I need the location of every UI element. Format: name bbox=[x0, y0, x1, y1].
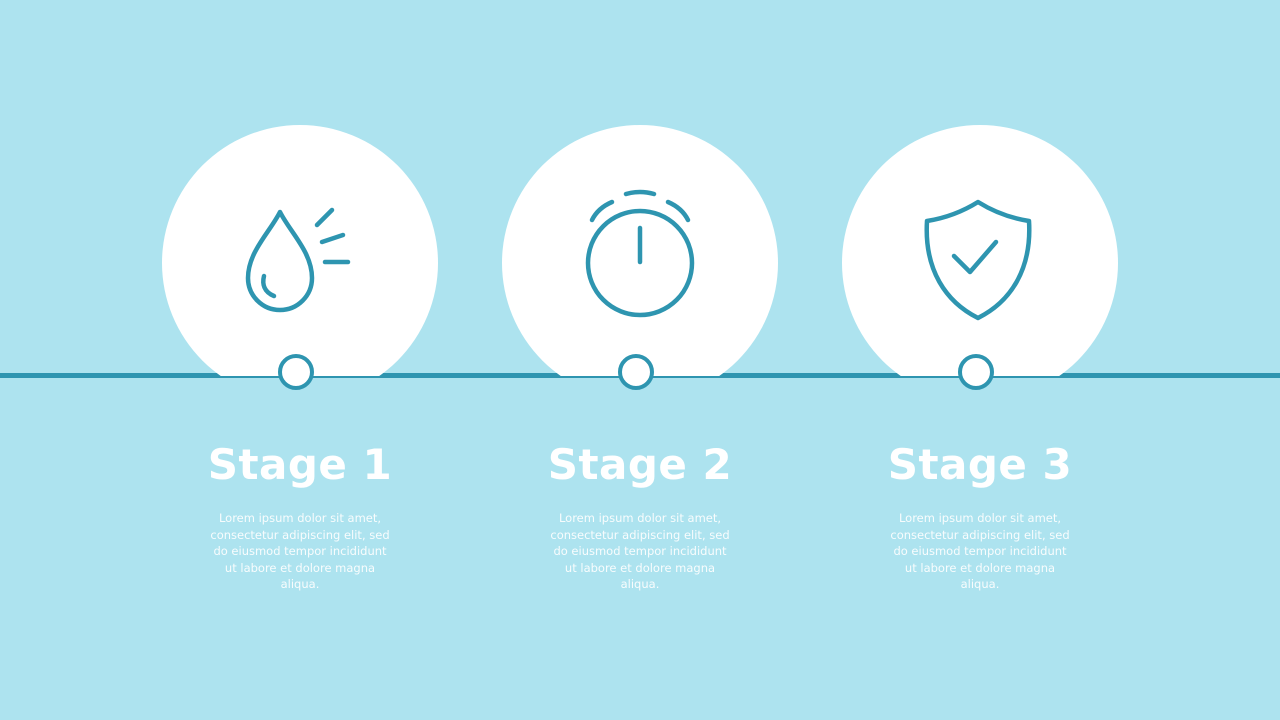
shield-check-icon bbox=[910, 180, 1050, 330]
stage-3-title: Stage 3 bbox=[887, 440, 1073, 489]
stage-1-description: Lorem ipsum dolor sit amet, consectetur … bbox=[210, 511, 390, 591]
stage-2-node bbox=[618, 354, 654, 390]
stage-1-circle bbox=[162, 125, 438, 376]
stage-3: Stage 3 Lorem ipsum dolor sit amet, cons… bbox=[840, 0, 1120, 720]
water-drop-icon bbox=[230, 180, 370, 330]
stage-2: Stage 2 Lorem ipsum dolor sit amet, cons… bbox=[500, 0, 780, 720]
stage-3-circle bbox=[842, 125, 1118, 376]
stage-3-description: Lorem ipsum dolor sit amet, consectetur … bbox=[890, 511, 1070, 591]
stage-1-title: Stage 1 bbox=[207, 440, 393, 489]
stage-2-title: Stage 2 bbox=[547, 440, 733, 489]
stage-2-description: Lorem ipsum dolor sit amet, consectetur … bbox=[550, 511, 730, 591]
stopwatch-icon bbox=[570, 180, 710, 330]
stage-1: Stage 1 Lorem ipsum dolor sit amet, cons… bbox=[160, 0, 440, 720]
stage-1-node bbox=[278, 354, 314, 390]
stage-3-node bbox=[958, 354, 994, 390]
